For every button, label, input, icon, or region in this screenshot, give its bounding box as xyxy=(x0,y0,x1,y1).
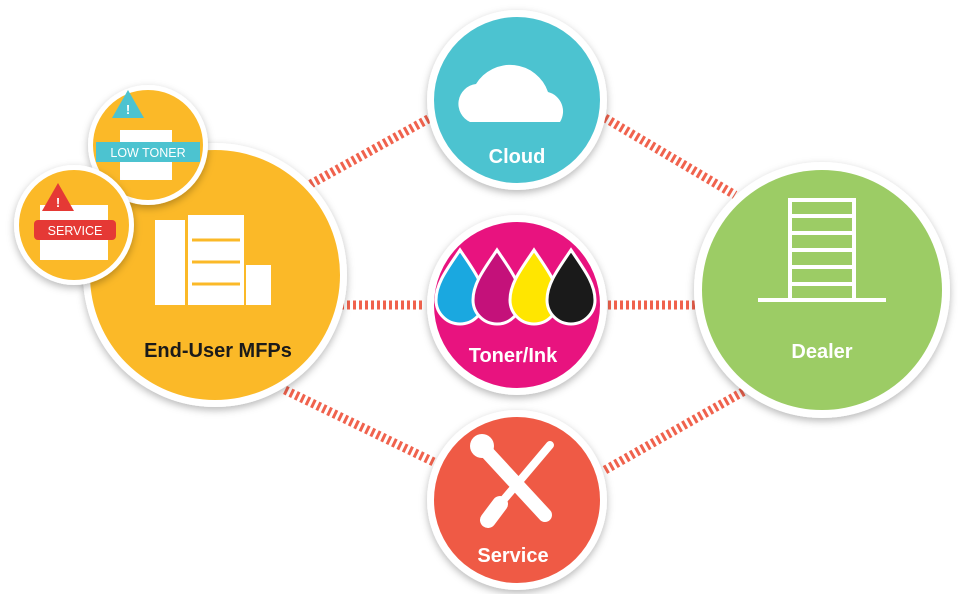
mfps-label: End-User MFPs xyxy=(144,340,292,362)
low-toner-alert[interactable]: ! LOW TONER xyxy=(88,85,208,205)
cloud-icon xyxy=(458,64,564,122)
service-label: Service xyxy=(477,545,548,567)
toner-node[interactable]: Toner/Ink xyxy=(427,215,607,395)
service-tag xyxy=(34,220,116,240)
ink-drops-icon xyxy=(434,247,597,326)
connector-service-dealer xyxy=(602,381,758,474)
mfps-node[interactable]: End-User MFPs xyxy=(83,143,347,407)
wrench-screwdriver-icon xyxy=(470,434,554,528)
connector-mfps-cloud xyxy=(297,114,433,194)
dealer-node[interactable]: Dealer xyxy=(694,162,950,418)
toner-label: Toner/Ink xyxy=(469,345,558,367)
warning-exclamation: ! xyxy=(56,195,60,210)
black-drop xyxy=(545,247,597,326)
service-alert[interactable]: ! SERVICE xyxy=(14,165,134,285)
dealer-label: Dealer xyxy=(791,341,852,363)
warning-icon xyxy=(112,90,144,118)
building-icon xyxy=(758,198,886,302)
connector-cloud-dealer xyxy=(602,114,738,199)
low-toner-tag xyxy=(96,142,200,162)
warning-icon xyxy=(42,183,74,211)
service-node[interactable]: Service xyxy=(427,410,607,590)
connector-mfps-service xyxy=(283,385,442,470)
low-toner-text: LOW TONER xyxy=(110,146,185,160)
printer-fleet-icon xyxy=(155,215,271,305)
cloud-node[interactable]: Cloud xyxy=(427,10,607,190)
connectors xyxy=(283,114,758,474)
service-alert-text: SERVICE xyxy=(48,224,103,238)
warning-exclamation: ! xyxy=(126,102,130,117)
cloud-label: Cloud xyxy=(489,146,546,168)
